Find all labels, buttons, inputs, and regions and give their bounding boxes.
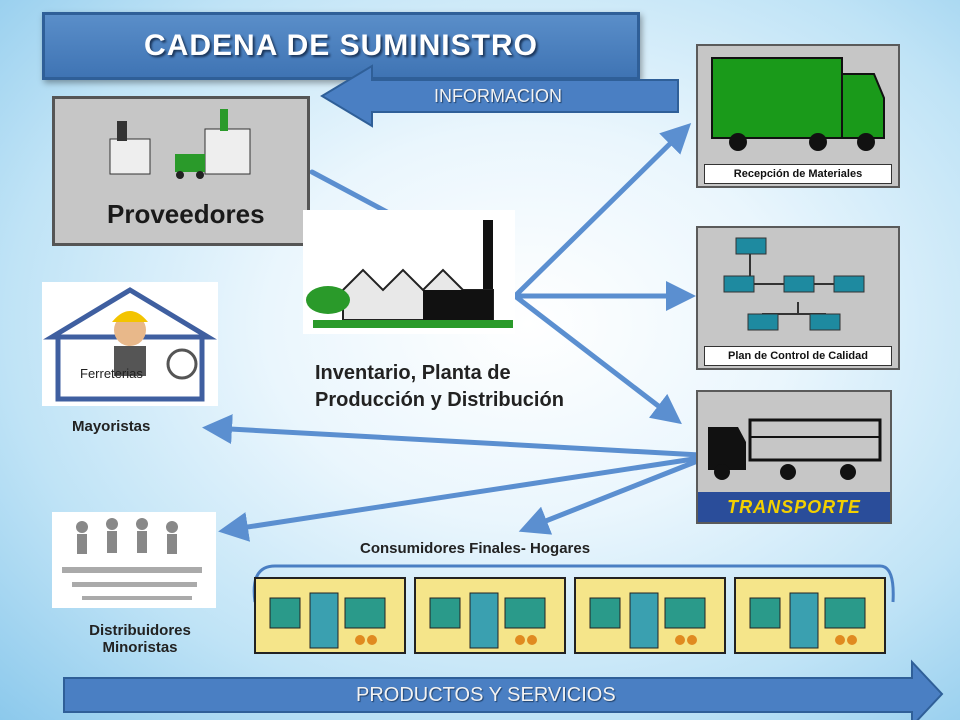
green-truck-icon	[711, 57, 885, 151]
planta-panel	[303, 210, 515, 334]
shop-icon	[574, 577, 726, 654]
arrow-transporte-consumidores	[518, 457, 703, 535]
shop-icon	[254, 577, 406, 654]
people-network-icon	[62, 518, 202, 600]
recepcion-label: Recepción de Materiales	[704, 164, 892, 184]
arrow-planta-recepcion	[512, 122, 692, 299]
transport-truck-icon	[708, 418, 882, 480]
calidad-label: Plan de Control de Calidad	[704, 346, 892, 366]
recepcion-panel: Recepción de Materiales	[696, 44, 900, 188]
consumidores-label: Consumidores Finales- Hogares	[360, 540, 591, 557]
arrow-planta-transporte	[512, 293, 682, 425]
arrow-transporte-mayoristas	[202, 414, 703, 458]
ferreterias-label: Ferreterias	[80, 366, 143, 381]
proveedores-label: Proveedores	[107, 199, 265, 229]
information-arrow-label: INFORMACION	[434, 86, 562, 106]
transporte-banner: TRANSPORTE	[698, 492, 890, 522]
shop-icon	[414, 577, 566, 654]
transporte-label: TRANSPORTE	[727, 497, 861, 517]
planta-label-line2: Producción y Distribución	[315, 389, 564, 411]
shops-row	[254, 577, 886, 654]
diagram-title: CADENA DE SUMINISTRO	[144, 29, 538, 62]
transporte-panel: TRANSPORTE	[696, 390, 892, 524]
products-arrow-label: PRODUCTOS Y SERVICIOS	[356, 684, 616, 706]
distribuidores-label-line2: Minoristas	[102, 639, 178, 656]
products-arrow	[63, 659, 944, 720]
org-chart-icon	[723, 237, 865, 331]
house-worker-icon	[43, 287, 217, 402]
information-arrow	[320, 64, 679, 128]
title-banner: CADENA DE SUMINISTRO	[42, 12, 640, 80]
proveedores-panel: Proveedores	[52, 96, 310, 246]
calidad-panel: Plan de Control de Calidad	[696, 226, 900, 370]
planta-label-line1: Inventario, Planta de	[315, 362, 511, 384]
ferreterias-panel: Ferreterias	[42, 282, 218, 406]
arrow-transporte-distribuidores	[218, 455, 703, 542]
distribuidores-label: Distribuidores Minoristas	[60, 622, 220, 656]
mayoristas-label: Mayoristas	[72, 418, 151, 435]
distribuidores-panel	[52, 512, 216, 608]
distribuidores-label-line1: Distribuidores	[89, 622, 191, 639]
factory-icon	[109, 109, 251, 179]
shop-icon	[734, 577, 886, 654]
planta-label: Inventario, Planta de Producción y Distr…	[315, 360, 564, 414]
plant-icon	[306, 220, 513, 328]
